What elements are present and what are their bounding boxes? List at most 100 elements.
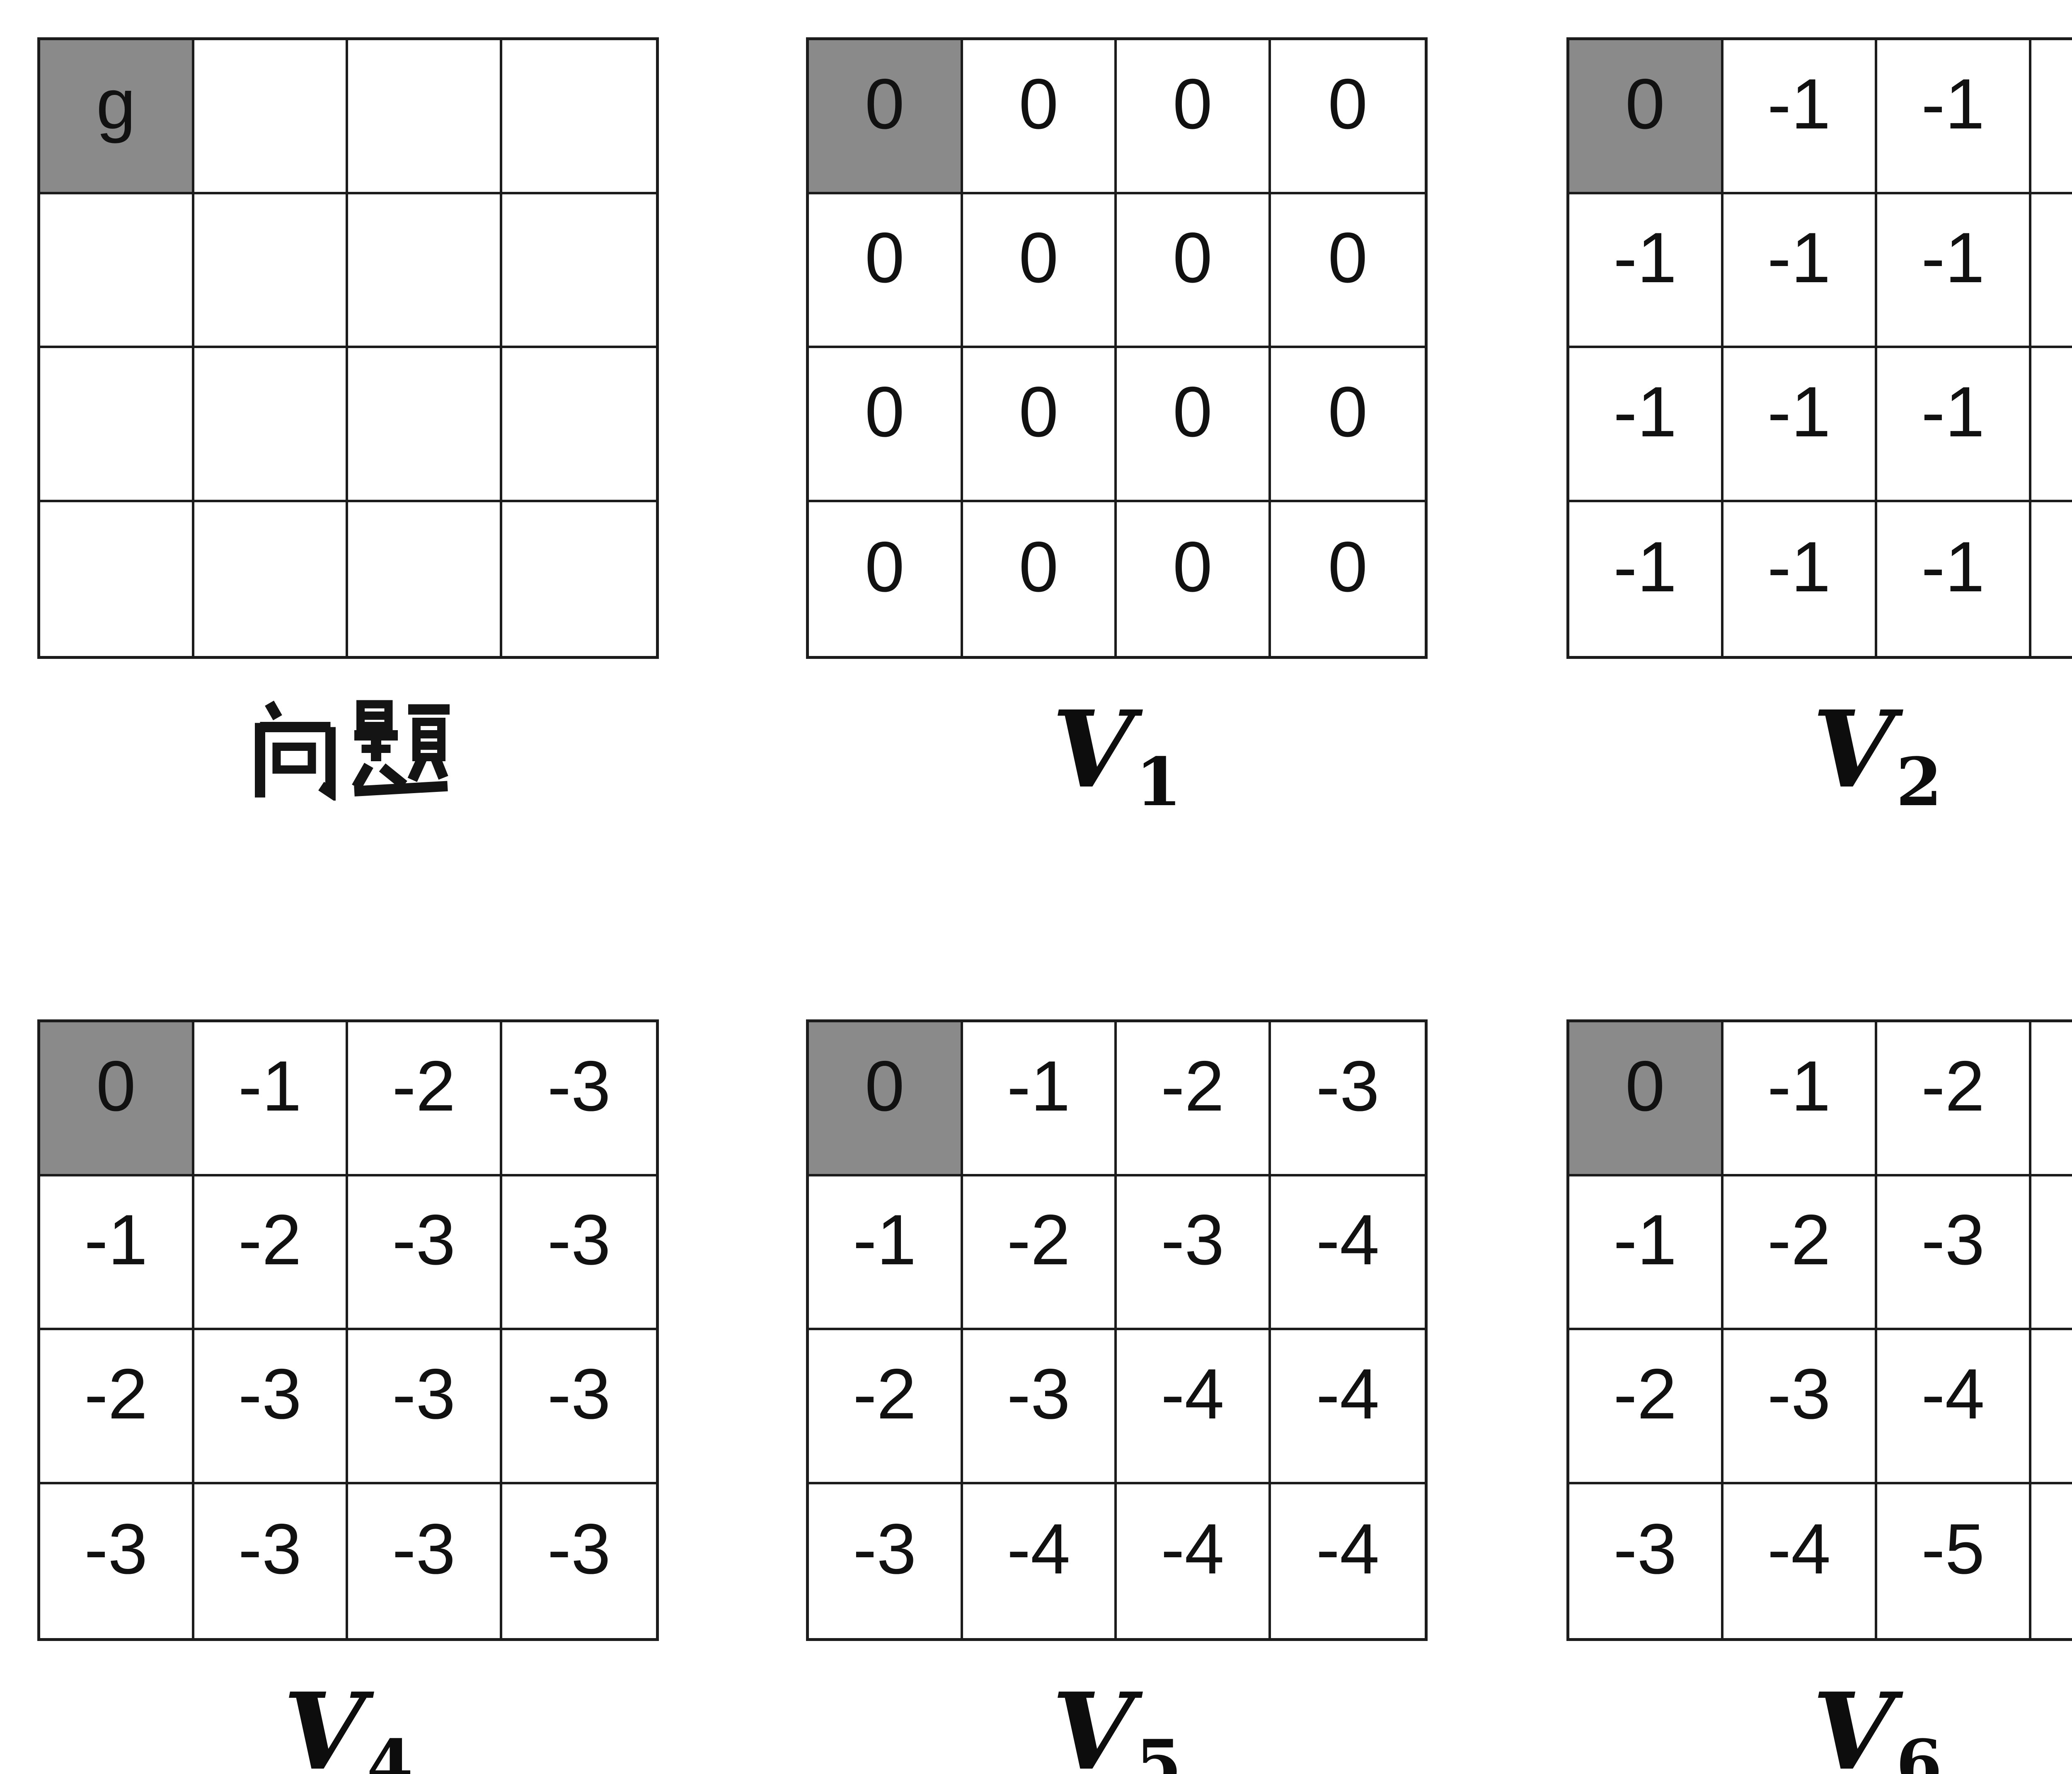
grid-cell: -3 — [40, 1484, 194, 1638]
grid-cell — [40, 194, 194, 348]
grid-cell: -1 — [1723, 1022, 1877, 1176]
grid-cell: -3 — [2031, 1022, 2072, 1176]
grid-block-v5: 0-1-2-3-1-2-3-4-2-3-4-4-3-4-4-4 V 5 — [806, 1019, 1428, 1774]
grid-cell: 0 — [1117, 194, 1271, 348]
grid-cell: -1 — [194, 1022, 348, 1176]
grid-cell: -3 — [348, 1484, 502, 1638]
grid-cell — [194, 348, 348, 502]
goal-cell: 0 — [809, 40, 963, 194]
grid-cell — [502, 502, 656, 656]
label-v-base: V — [1052, 688, 1134, 812]
grid-cell: -3 — [809, 1484, 963, 1638]
grid-cell: 0 — [963, 502, 1117, 656]
grid-cell: -4 — [963, 1484, 1117, 1638]
grid-label-v6: V 6 — [1566, 1679, 2072, 1774]
math-label: V 6 — [1812, 1679, 1942, 1774]
label-v-subscript: 4 — [367, 1725, 413, 1774]
grid-cell: -3 — [1877, 1176, 2031, 1330]
grid-cell: -1 — [1569, 1176, 1723, 1330]
grid-cell: -5 — [1877, 1484, 2031, 1638]
grid-cell: 0 — [1271, 348, 1425, 502]
grid-cell: -1 — [1723, 502, 1877, 656]
grid-cell — [194, 502, 348, 656]
grid-label-v4: V 4 — [37, 1679, 659, 1774]
grid-cell: -3 — [1271, 1022, 1425, 1176]
grid-cell: -3 — [1117, 1176, 1271, 1330]
grid-cell: -2 — [1723, 1176, 1877, 1330]
grid-v4: 0-1-2-3-1-2-3-3-2-3-3-3-3-3-3-3 — [37, 1019, 659, 1641]
grid-cell: 0 — [963, 348, 1117, 502]
grid-cell: -1 — [1569, 194, 1723, 348]
grid-cell: -1 — [2031, 348, 2072, 502]
grid-cell: 0 — [1117, 348, 1271, 502]
math-label: V 5 — [1052, 1679, 1181, 1774]
grid-label-v5: V 5 — [806, 1679, 1428, 1774]
grid-cell: -2 — [809, 1330, 963, 1484]
label-v-base: V — [283, 1670, 366, 1774]
grid-cell: -1 — [1723, 40, 1877, 194]
grid-cell — [40, 502, 194, 656]
goal-cell: 0 — [809, 1022, 963, 1176]
grid-cell: -4 — [1877, 1330, 2031, 1484]
label-v-subscript: 5 — [1135, 1725, 1182, 1774]
math-label: V 1 — [1052, 688, 1181, 815]
grid-cell: -4 — [1316, 1509, 1380, 1589]
grid-cell: -4 — [1271, 1330, 1425, 1484]
grid-cell: -1 — [1877, 348, 2031, 502]
grid-cell: 0 — [1271, 40, 1425, 194]
grid-block-problem: g — [37, 37, 659, 801]
label-v-subscript: 2 — [1896, 743, 1942, 821]
grid-label-v2: V 2 — [1566, 688, 2072, 815]
grid-cell: 0 — [963, 40, 1117, 194]
grid-cell: -4 — [1271, 1176, 1425, 1330]
grid-cell: -1 — [809, 1176, 963, 1330]
grid-problem: g — [37, 37, 659, 659]
goal-cell: 0 — [40, 1022, 194, 1176]
grid-cell: -5 — [2031, 1330, 2072, 1484]
grid-cell: -1 — [1877, 502, 2031, 656]
grid-cell: -1 — [2031, 194, 2072, 348]
goal-cell: 0 — [1569, 40, 1723, 194]
grid-cell: -2 — [1569, 1330, 1723, 1484]
grid-cell — [348, 40, 502, 194]
grid-cell — [348, 194, 502, 348]
grid-cell: -3 — [502, 1022, 656, 1176]
grid-cell: -1 — [1723, 194, 1877, 348]
grid-cell: -3 — [502, 1176, 656, 1330]
label-v-base: V — [1812, 688, 1895, 812]
grid-cell: -3 — [502, 1330, 656, 1484]
grid-v6: 0-1-2-3-1-2-3-4-2-3-4-5-3-4-5-5 — [1566, 1019, 2072, 1641]
grid-cell: -3 — [348, 1330, 502, 1484]
grid-cell: 0 — [809, 502, 963, 656]
label-v-base: V — [1052, 1670, 1134, 1774]
grid-cell: -3 — [1569, 1484, 1723, 1638]
grid-cell: -3 — [547, 1509, 611, 1589]
grid-cell: -1 — [2031, 502, 2072, 656]
grid-cell: -4 — [1723, 1484, 1877, 1638]
grid-cell: -1 — [1877, 40, 2031, 194]
grid-block-v4: 0-1-2-3-1-2-3-3-2-3-3-3-3-3-3-3 V 4 — [37, 1019, 659, 1774]
grid-cell: -1 — [1723, 348, 1877, 502]
grid-cell: -4 — [2031, 1176, 2072, 1330]
grid-label-v1: V 1 — [806, 688, 1428, 815]
grid-cell: -2 — [40, 1330, 194, 1484]
grid-cell — [194, 194, 348, 348]
grid-cell: 0 — [1271, 194, 1425, 348]
grid-cell: -4 — [1117, 1330, 1271, 1484]
grid-cell: -2 — [194, 1176, 348, 1330]
grid-v5: 0-1-2-3-1-2-3-4-2-3-4-4-3-4-4-4 — [806, 1019, 1428, 1641]
grid-cell: -2 — [963, 1176, 1117, 1330]
grid-cell: 0 — [1117, 502, 1271, 656]
grid-cell: -2 — [1117, 1022, 1271, 1176]
grid-cell: -1 — [40, 1176, 194, 1330]
grid-cell — [502, 40, 656, 194]
label-v-subscript: 1 — [1135, 743, 1182, 821]
grid-v2: 0-1-1-1-1-1-1-1-1-1-1-1-1-1-1-1 — [1566, 37, 2072, 659]
grid-cell: -3 — [963, 1330, 1117, 1484]
grid-cell — [348, 502, 502, 656]
grid-block-v2: 0-1-1-1-1-1-1-1-1-1-1-1-1-1-1-1 V 2 — [1566, 37, 2072, 815]
grid-cell: -1 — [1569, 502, 1723, 656]
grid-cell: -3 — [348, 1176, 502, 1330]
